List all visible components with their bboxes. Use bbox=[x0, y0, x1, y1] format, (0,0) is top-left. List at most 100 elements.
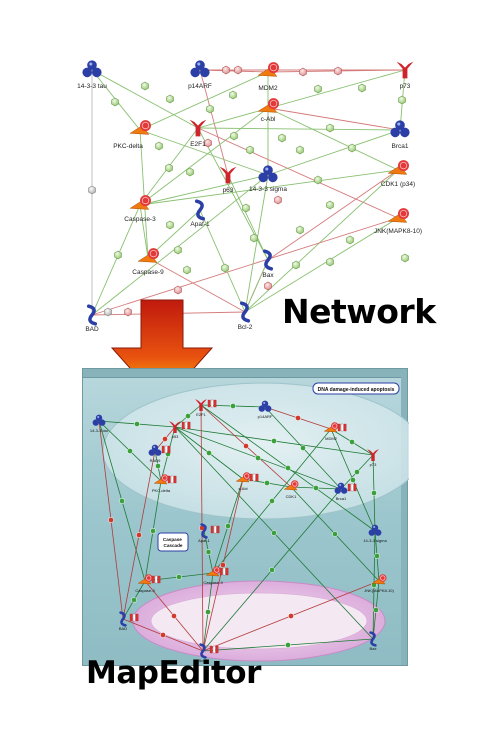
map-edge-marker bbox=[271, 438, 277, 444]
network-node[interactable]: CDK1 (p34) bbox=[381, 160, 415, 188]
complex-hexagon bbox=[166, 220, 174, 230]
complex-hexagon bbox=[186, 167, 194, 177]
map-node[interactable]: PKC-delta bbox=[152, 474, 177, 493]
map-node-label: Bcl-2 bbox=[198, 658, 208, 663]
complex-hexagon bbox=[348, 143, 356, 153]
data-bar-icon bbox=[255, 473, 259, 482]
map-node[interactable]: RAD9 bbox=[148, 444, 171, 463]
complex-hexagon bbox=[230, 131, 238, 141]
map-node[interactable]: p14ARF bbox=[258, 400, 273, 419]
network-node[interactable]: Bcl-2 bbox=[238, 301, 253, 331]
data-bar-icon bbox=[353, 483, 357, 492]
network-node-label: Caspase-3 bbox=[124, 216, 156, 223]
complex-hexagon bbox=[401, 253, 409, 263]
network-node[interactable]: E2F1 bbox=[189, 119, 207, 148]
complex-hexagon bbox=[296, 145, 304, 155]
map-node[interactable]: Apaf-1 bbox=[198, 523, 220, 543]
data-bar-icon bbox=[210, 525, 214, 534]
edge bbox=[244, 217, 399, 313]
network-node-label: CDK1 (p34) bbox=[381, 181, 415, 188]
map-node[interactable]: 14-3-3 tau bbox=[90, 414, 108, 433]
map-edge-marker bbox=[225, 523, 231, 529]
canvas-top-border bbox=[83, 369, 407, 378]
map-edge-marker bbox=[136, 532, 142, 538]
network-node[interactable]: Bax bbox=[262, 249, 274, 279]
map-edge-marker bbox=[285, 642, 291, 648]
nucleus-compartment bbox=[102, 382, 409, 520]
complex-hexagon bbox=[274, 195, 282, 205]
map-node[interactable]: BAD bbox=[119, 611, 139, 631]
network-node[interactable]: Caspase-9 bbox=[132, 248, 164, 276]
map-edge-marker bbox=[206, 450, 212, 456]
cascade-label-line1: Caspase bbox=[163, 537, 182, 542]
map-node[interactable]: E2F1 bbox=[195, 399, 217, 417]
group-label: DNA damage-induced apoptosis bbox=[318, 387, 395, 393]
map-edge-marker bbox=[243, 443, 249, 449]
complex-hexagon bbox=[296, 225, 304, 235]
complex-hexagon bbox=[299, 67, 307, 77]
canvas-right-border bbox=[401, 369, 407, 665]
network-node[interactable]: PKC-delta bbox=[113, 120, 151, 150]
map-edge-marker bbox=[255, 455, 261, 461]
map-node[interactable]: Brca1 bbox=[334, 482, 357, 501]
map-node[interactable]: p53 bbox=[169, 421, 191, 439]
map-edge-marker bbox=[134, 421, 140, 427]
edge bbox=[139, 71, 269, 131]
network-node[interactable]: 14-3-3 tau bbox=[77, 60, 107, 90]
data-bar-icon bbox=[187, 421, 191, 430]
network-node[interactable]: Brca1 bbox=[390, 120, 410, 150]
data-bar-icon bbox=[337, 423, 341, 432]
map-node[interactable]: Caspase-3 bbox=[135, 574, 161, 593]
map-edge-marker bbox=[313, 485, 319, 491]
map-node[interactable]: Caspase-9 bbox=[203, 566, 229, 585]
data-bar-icon bbox=[210, 399, 214, 408]
map-node[interactable]: Bcl-2 bbox=[198, 643, 219, 663]
network-node-label: Caspase-9 bbox=[132, 269, 164, 276]
edge bbox=[197, 127, 401, 131]
network-node[interactable]: p63 bbox=[219, 166, 237, 194]
group-label-box[interactable] bbox=[312, 382, 400, 395]
map-node[interactable]: JNK(MAPK8-10) bbox=[364, 574, 394, 593]
map-node-label: RAD9 bbox=[150, 458, 161, 463]
complex-hexagon bbox=[222, 65, 230, 75]
complex-hexagon bbox=[141, 81, 149, 91]
map-node-label: c-Abl bbox=[238, 486, 247, 491]
data-bar-icon bbox=[249, 473, 253, 482]
mapeditor-canvas[interactable]: DNA damage-induced apoptosis Caspase Cas… bbox=[82, 368, 409, 666]
map-node[interactable]: 14-3-3 sigma bbox=[363, 524, 387, 543]
data-bar-icon bbox=[170, 475, 174, 484]
network-node[interactable]: JNK(MAPK8-10) bbox=[374, 208, 422, 235]
network-node[interactable]: 14-3-3 sigma bbox=[249, 165, 287, 193]
cascade-label-line2: Cascade bbox=[164, 543, 183, 548]
edge bbox=[199, 69, 269, 73]
map-node[interactable]: CDK1 bbox=[283, 480, 299, 499]
cascade-label-box[interactable] bbox=[157, 532, 189, 552]
map-edge-marker bbox=[155, 463, 161, 469]
map-edge-marker bbox=[119, 498, 125, 504]
mapeditor-title: MapEditor bbox=[86, 655, 261, 691]
data-bar-icon bbox=[151, 575, 155, 584]
network-node[interactable]: Apaf-1 bbox=[190, 199, 210, 228]
network-node[interactable]: Caspase-3 bbox=[124, 195, 156, 223]
map-edge-marker bbox=[371, 490, 377, 496]
edge bbox=[139, 204, 149, 259]
map-edge-marker bbox=[374, 553, 380, 559]
map-edge-marker bbox=[205, 609, 211, 615]
map-node[interactable]: c-Abl bbox=[235, 472, 259, 491]
network-node[interactable]: MDM2 bbox=[257, 62, 279, 92]
map-node[interactable]: Bax bbox=[369, 631, 377, 651]
network-node[interactable]: p14ARF bbox=[188, 60, 212, 90]
network-node[interactable]: BAD bbox=[85, 304, 99, 333]
map-node[interactable]: p73 bbox=[367, 449, 379, 467]
map-node-label: E2F1 bbox=[196, 412, 206, 417]
edge bbox=[267, 107, 399, 171]
network-node[interactable]: p73 bbox=[396, 61, 414, 90]
network-node[interactable]: c-Abl bbox=[257, 98, 279, 123]
map-node[interactable]: MDM2 bbox=[323, 422, 347, 441]
edge bbox=[139, 129, 269, 176]
edge bbox=[199, 209, 246, 313]
complex-hexagon bbox=[314, 84, 322, 94]
map-node-label: Caspase-9 bbox=[203, 580, 223, 585]
data-bar-icon bbox=[184, 421, 188, 430]
network-node-label: BAD bbox=[85, 326, 99, 333]
